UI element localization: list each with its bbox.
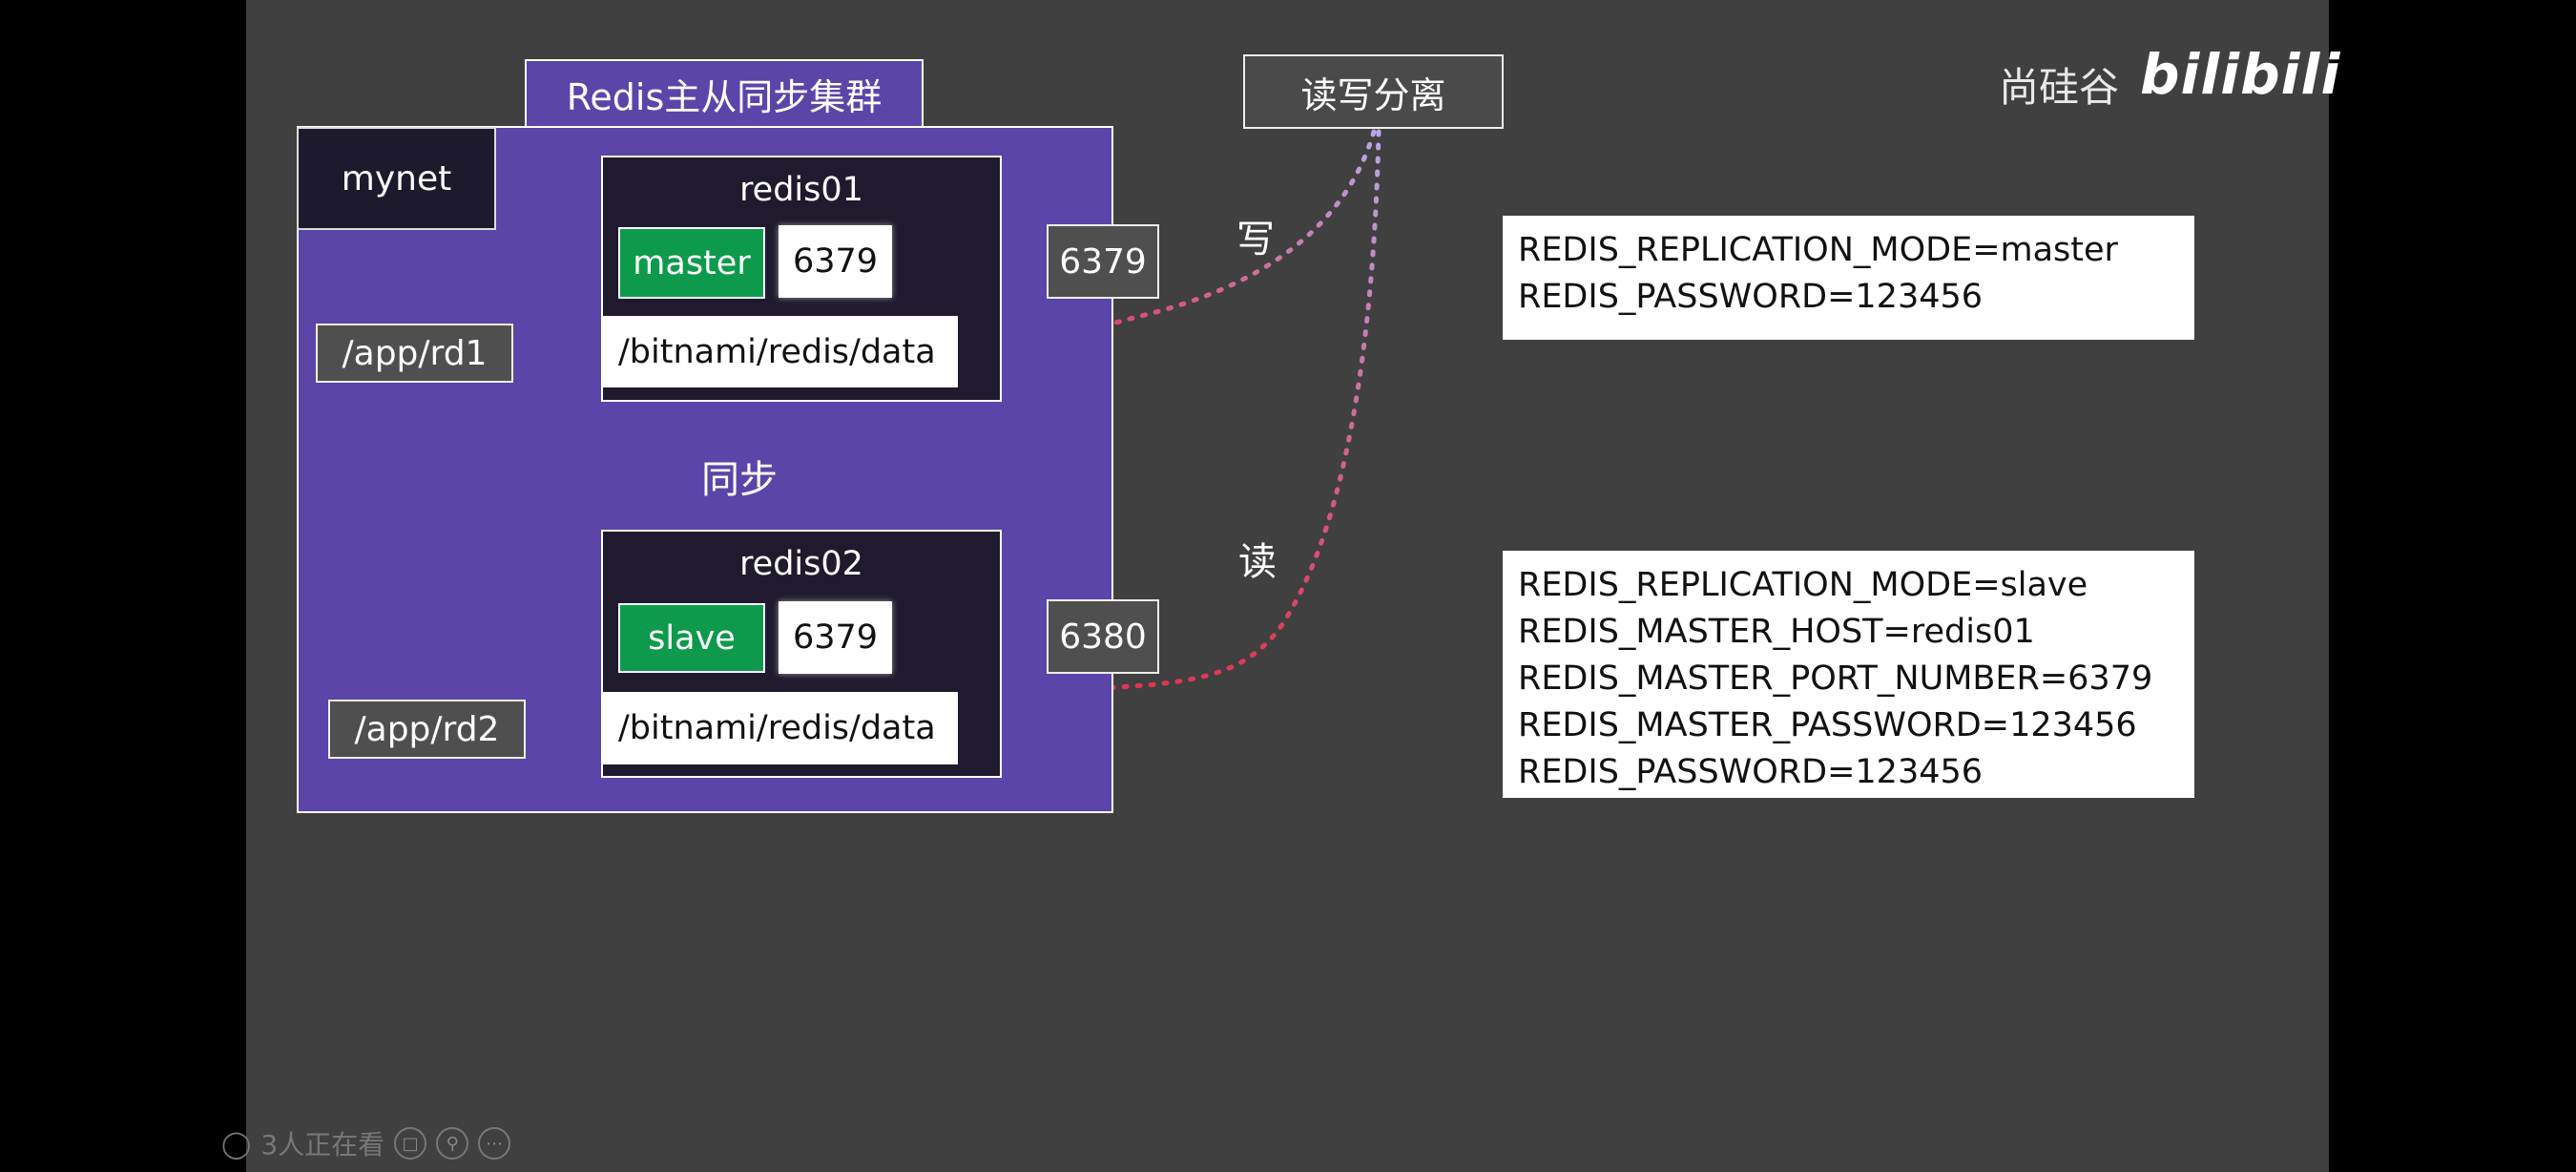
env-line: REDIS_MASTER_PASSWORD=123456 (1518, 706, 2137, 744)
slave-node-name: redis02 (739, 545, 863, 583)
sync-label: 同步 (701, 458, 778, 502)
rw-split-box: 读写分离 (1243, 54, 1504, 129)
search-icon[interactable]: ⚲ (436, 1127, 469, 1160)
env-line: REDIS_PASSWORD=123456 (1518, 753, 1984, 791)
viewer-count: 3人正在看 (260, 1129, 385, 1161)
watermark-platform-logo: bilibili (2140, 42, 2341, 107)
slave-role-badge: slave (618, 603, 765, 673)
watermark-brand: 尚硅谷 (1999, 64, 2120, 111)
pages-icon[interactable]: □ (394, 1127, 427, 1160)
env-line: REDIS_MASTER_HOST=redis01 (1518, 613, 2035, 651)
slave-host-volume: /app/rd2 (328, 700, 526, 759)
master-role-badge: master (618, 227, 765, 299)
master-container-path: /bitnami/redis/data (603, 316, 958, 387)
cluster-title: Redis主从同步集群 (525, 59, 924, 128)
slave-container-path: /bitnami/redis/data (603, 692, 958, 764)
master-node-name: redis01 (739, 171, 863, 209)
viewers-icon: ◯ (221, 1127, 252, 1160)
master-host-port: 6379 (1047, 224, 1159, 299)
read-curve (1016, 129, 1381, 692)
master-env-box: REDIS_REPLICATION_MODE=master REDIS_PASS… (1503, 216, 2194, 340)
master-container-port: 6379 (779, 225, 892, 298)
write-label: 写 (1236, 218, 1275, 262)
master-host-volume: /app/rd1 (316, 324, 513, 383)
env-line: REDIS_PASSWORD=123456 (1518, 278, 1984, 316)
more-icon[interactable]: ⋯ (478, 1127, 511, 1160)
slave-env-box: REDIS_REPLICATION_MODE=slave REDIS_MASTE… (1503, 551, 2194, 798)
env-line: REDIS_MASTER_PORT_NUMBER=6379 (1518, 659, 2153, 698)
network-label: mynet (297, 127, 496, 230)
watermark: 尚硅谷 bilibili (1999, 23, 2339, 111)
slave-host-port: 6380 (1047, 599, 1159, 674)
env-line: REDIS_REPLICATION_MODE=slave (1518, 566, 2088, 604)
read-label: 读 (1238, 540, 1277, 584)
env-line: REDIS_REPLICATION_MODE=master (1518, 231, 2118, 269)
slave-container-port: 6379 (779, 601, 892, 674)
viewer-bar: ◯ 3人正在看 □ ⚲ ⋯ (221, 1124, 511, 1162)
